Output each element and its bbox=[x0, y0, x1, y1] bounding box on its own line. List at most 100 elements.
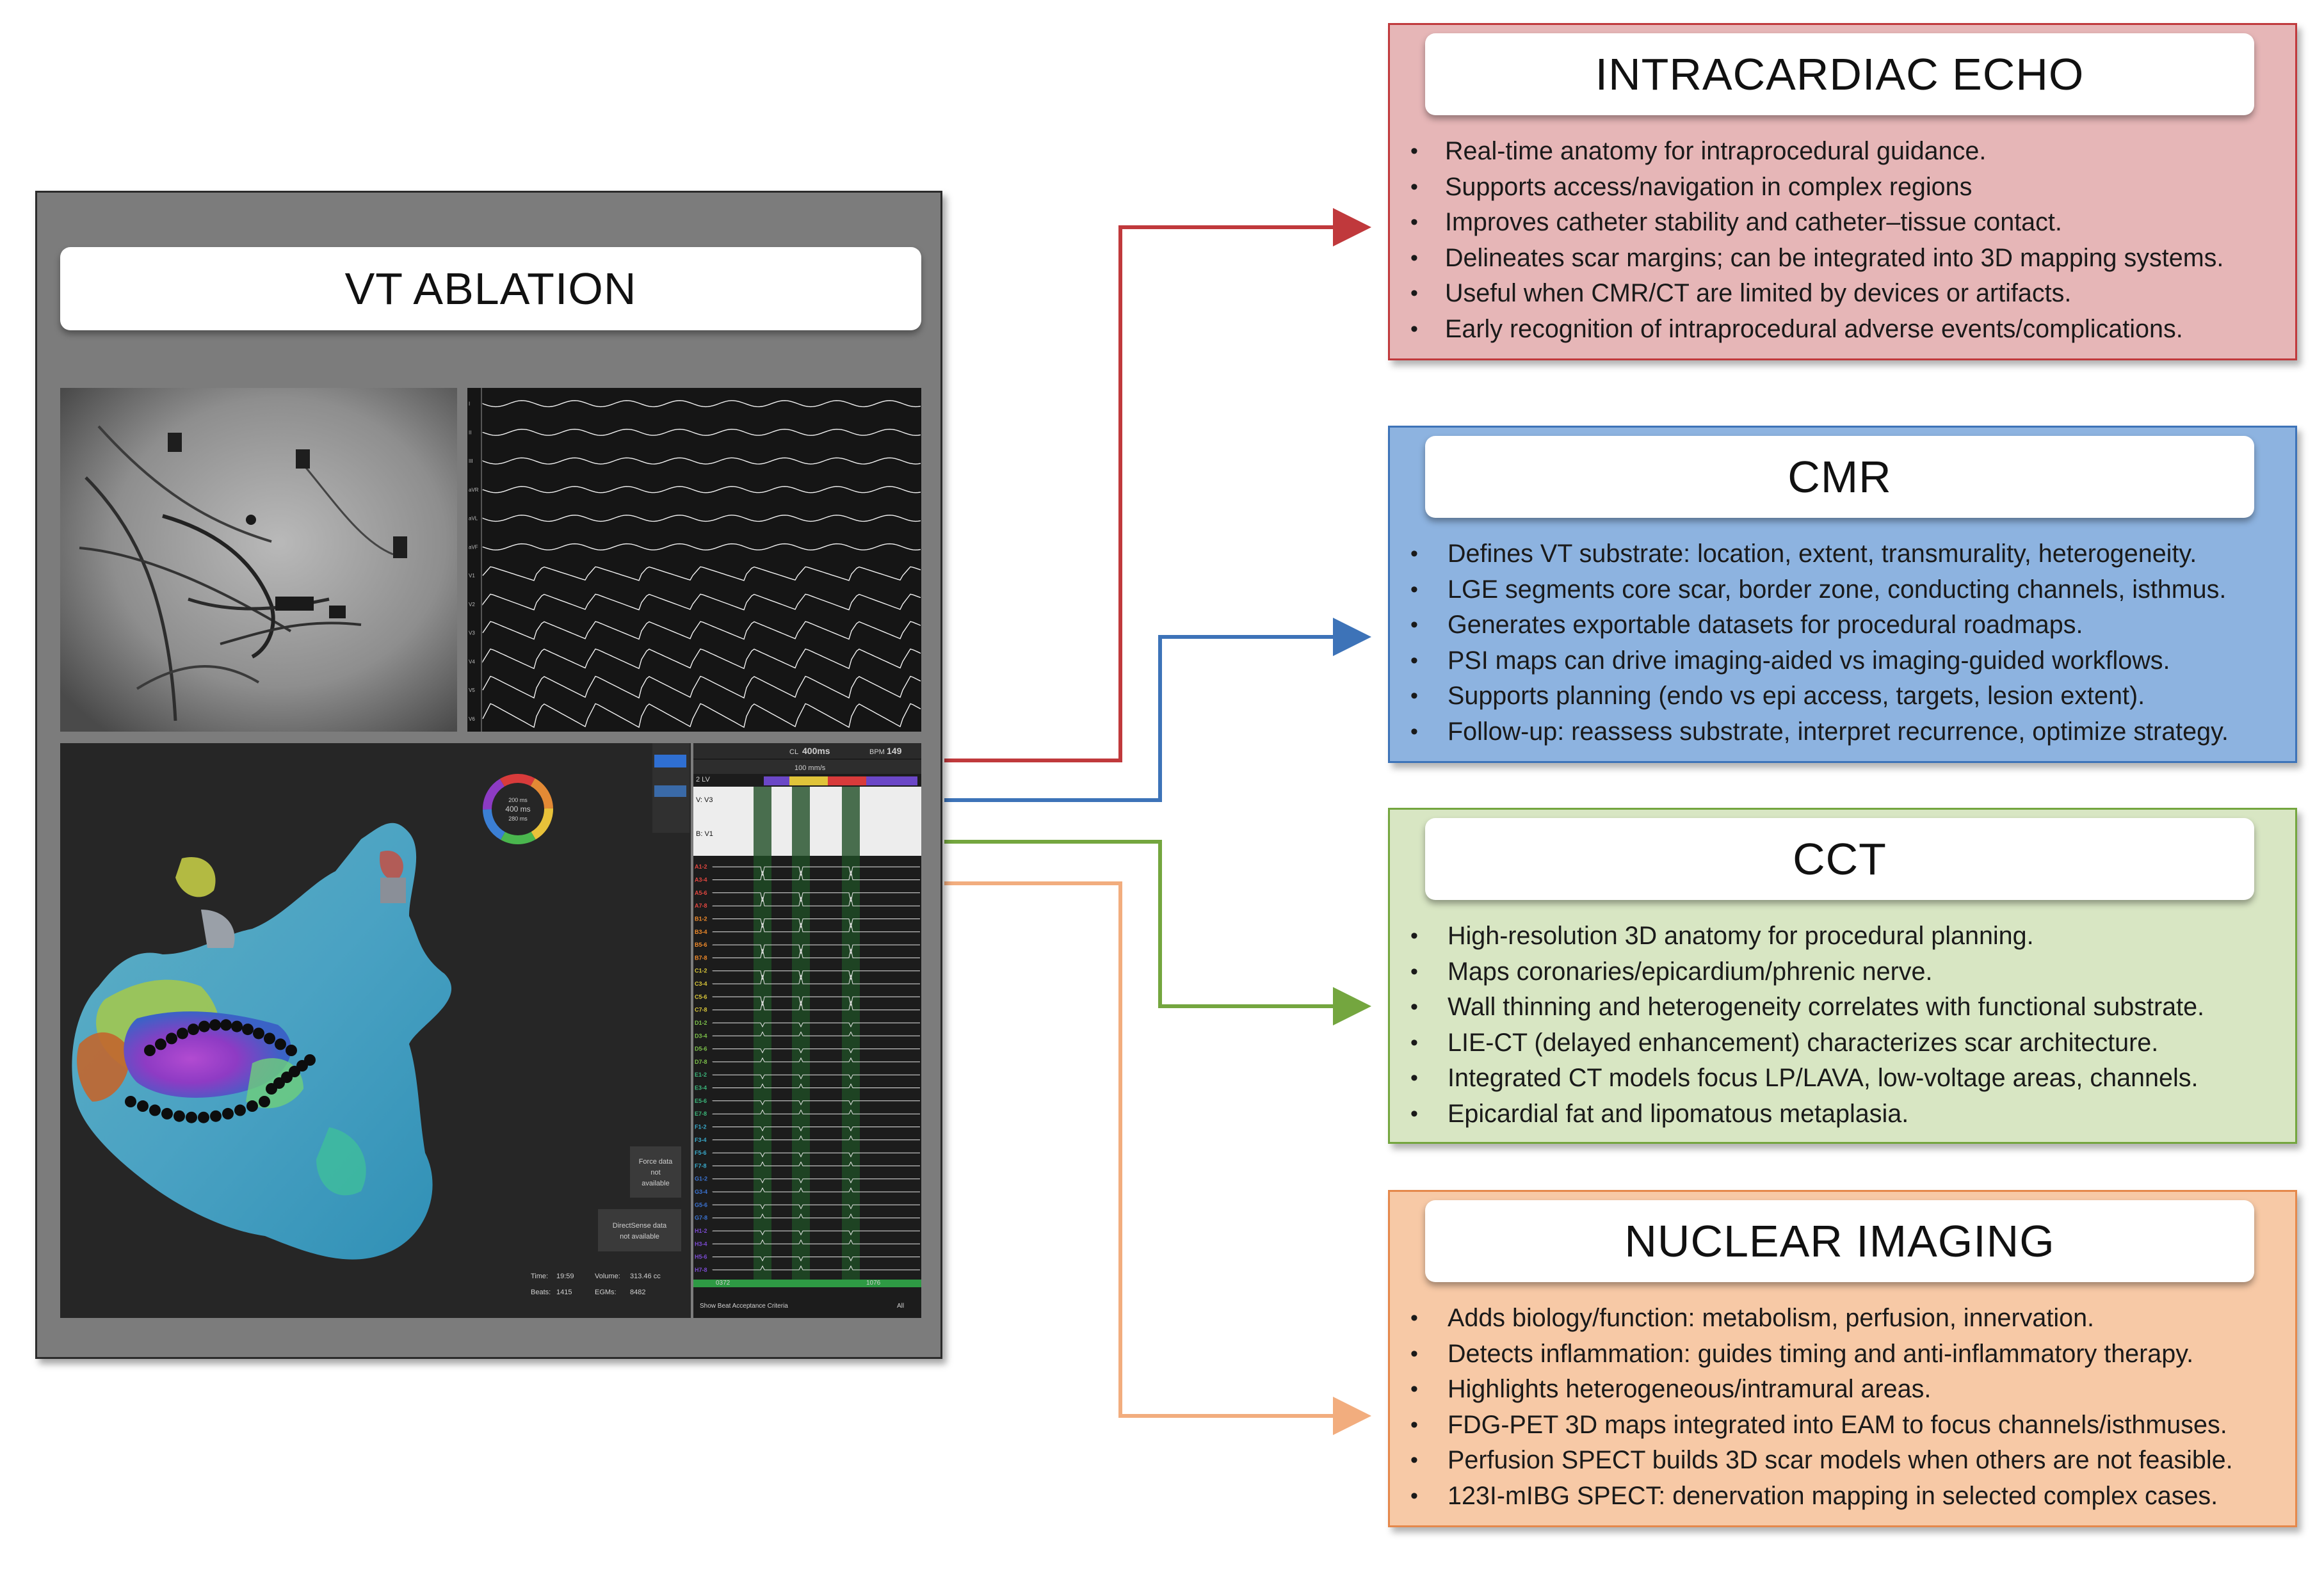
cl-label: CL bbox=[789, 748, 798, 756]
ablation-lesion bbox=[177, 1027, 188, 1040]
ecg-trace bbox=[482, 428, 921, 436]
ecg-trace bbox=[482, 593, 921, 611]
ecg-lead-label: V3 bbox=[469, 630, 475, 636]
egm-channel-label: F5-6 bbox=[695, 1150, 707, 1156]
egms-label: EGMs: bbox=[595, 1289, 617, 1296]
ecg-lead-label: aVR bbox=[469, 487, 479, 493]
egm-trace bbox=[712, 1135, 920, 1141]
egm-channel-label: C5-6 bbox=[695, 993, 707, 1000]
ablation-lesion bbox=[210, 1110, 222, 1122]
list-item: Epicardial fat and lipomatous metaplasia… bbox=[1401, 1096, 2204, 1132]
list-item: Defines VT substrate: location, extent, … bbox=[1401, 536, 2229, 572]
egm-trace bbox=[712, 1161, 920, 1166]
cmr-box: CMR Defines VT substrate: location, exte… bbox=[1388, 426, 2297, 763]
volume-label: Volume: bbox=[595, 1273, 620, 1280]
ablation-lesion bbox=[242, 1024, 254, 1036]
beat-acceptance-bar bbox=[693, 1280, 921, 1287]
egm-channel-label: B1-2 bbox=[695, 915, 707, 922]
map-toolbar-button[interactable] bbox=[654, 755, 686, 767]
nuclear-imaging-list: Adds biology/function: metabolism, perfu… bbox=[1390, 1301, 2233, 1514]
egm-channel-label: C7-8 bbox=[695, 1007, 707, 1013]
egm-trace bbox=[712, 1239, 920, 1244]
sweep-speed[interactable]: 100 mm/s bbox=[795, 764, 826, 772]
ecg-lead-label: V5 bbox=[469, 687, 475, 693]
egm-channel-label: G1-2 bbox=[695, 1176, 707, 1182]
ablation-lesion bbox=[234, 1104, 246, 1116]
egm-trace bbox=[712, 1074, 920, 1080]
egm-trace bbox=[712, 1213, 920, 1219]
egm-channel-label: E5-6 bbox=[695, 1098, 707, 1104]
list-item: Adds biology/function: metabolism, perfu… bbox=[1401, 1301, 2233, 1337]
egm-channel-label: D5-6 bbox=[695, 1046, 707, 1052]
egm-trace bbox=[712, 1187, 920, 1193]
egm-channel-label: E1-2 bbox=[695, 1072, 707, 1078]
egm-channel-label: B5-6 bbox=[695, 942, 707, 948]
ablation-lesion bbox=[220, 1019, 232, 1031]
list-item: Maps coronaries/epicardium/phrenic nerve… bbox=[1401, 954, 2204, 990]
egm-trace bbox=[712, 974, 920, 984]
ablation-lesion bbox=[198, 1111, 209, 1123]
ablation-lesion bbox=[186, 1111, 197, 1123]
egm-trace bbox=[712, 1230, 920, 1236]
list-item: Generates exportable datasets for proced… bbox=[1401, 607, 2229, 643]
time-value: 19:59 bbox=[556, 1273, 574, 1280]
egm-trace bbox=[712, 871, 920, 880]
directsense-line2: not available bbox=[620, 1233, 659, 1241]
beat-criteria-toggle[interactable]: Show Beat Acceptance Criteria bbox=[700, 1303, 788, 1310]
ecg-lead-label: II bbox=[469, 430, 471, 435]
ablation-lesion bbox=[259, 1096, 270, 1107]
list-item: Useful when CMR/CT are limited by device… bbox=[1401, 276, 2223, 312]
egm-trace bbox=[712, 1083, 920, 1088]
egm-channel-label: G7-8 bbox=[695, 1215, 707, 1221]
ecg-trace bbox=[482, 566, 921, 581]
ecg-trace bbox=[482, 543, 921, 550]
ablation-lesion bbox=[155, 1038, 166, 1050]
ablation-lesion bbox=[137, 1100, 149, 1112]
ring-label-bottom: 280 ms bbox=[508, 815, 528, 822]
egm-channel-label: D1-2 bbox=[695, 1020, 707, 1026]
show-all-toggle[interactable]: All bbox=[897, 1303, 904, 1310]
ablation-lesion bbox=[161, 1107, 173, 1120]
ablation-lesion bbox=[275, 1038, 286, 1050]
list-item: PSI maps can drive imaging-aided vs imag… bbox=[1401, 643, 2229, 679]
ring-label-center: 400 ms bbox=[505, 805, 530, 814]
v1-label: B: V1 bbox=[696, 830, 713, 838]
cct-title: CCT bbox=[1425, 818, 2254, 900]
egm-channel-label: B3-4 bbox=[695, 929, 707, 935]
list-item: Supports access/navigation in complex re… bbox=[1401, 170, 2223, 205]
egm-channel-label: D3-4 bbox=[695, 1032, 707, 1039]
fluoroscopy-image bbox=[60, 388, 457, 732]
map-toolbar-button[interactable] bbox=[654, 785, 686, 797]
ablation-lesion bbox=[286, 1045, 297, 1056]
vt-ablation-title: VT ABLATION bbox=[60, 247, 921, 330]
egm-trace bbox=[712, 1152, 920, 1158]
egm-trace bbox=[712, 866, 920, 876]
ecg-trace bbox=[482, 457, 921, 465]
cct-box: CCT High-resolution 3D anatomy for proce… bbox=[1388, 808, 2297, 1144]
intracardiac-echo-box: INTRACARDIAC ECHO Real-time anatomy for … bbox=[1388, 23, 2297, 360]
list-item: Improves catheter stability and catheter… bbox=[1401, 205, 2223, 241]
list-item: LGE segments core scar, border zone, con… bbox=[1401, 572, 2229, 608]
ecg-trace bbox=[482, 515, 921, 522]
egm-channel-label: D7-8 bbox=[695, 1059, 707, 1065]
ecg-lead-label: V1 bbox=[469, 573, 475, 579]
egm-trace bbox=[712, 919, 920, 928]
list-item: LIE-CT (delayed enhancement) characteriz… bbox=[1401, 1025, 2204, 1061]
egm-trace bbox=[712, 1109, 920, 1114]
time-label: Time: bbox=[531, 1273, 548, 1280]
ablation-lesion bbox=[198, 1020, 210, 1032]
egm-channel-label: H3-4 bbox=[695, 1241, 707, 1247]
list-item: Perfusion SPECT builds 3D scar models wh… bbox=[1401, 1443, 2233, 1479]
arrow-to-cmr bbox=[944, 618, 1371, 802]
egm-trace bbox=[712, 1048, 920, 1054]
ablation-lesion bbox=[264, 1032, 275, 1045]
egm-trace bbox=[712, 1022, 920, 1028]
ecg-trace bbox=[482, 648, 921, 670]
egm-trace bbox=[712, 1100, 920, 1105]
egm-channel-label: A7-8 bbox=[695, 903, 707, 909]
ecg-trace bbox=[482, 675, 921, 699]
egm-channel-label: H1-2 bbox=[695, 1228, 707, 1234]
ablation-lesion bbox=[253, 1027, 264, 1040]
ecg-lead-label: I bbox=[469, 401, 470, 407]
